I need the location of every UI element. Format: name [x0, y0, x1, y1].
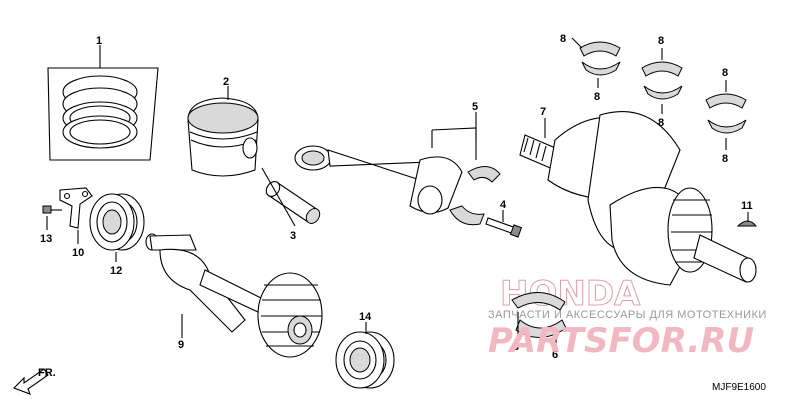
part-number: 8 [722, 153, 728, 165]
part-number: 7 [540, 106, 546, 118]
watermark-brand: PARTSFOR.RU [488, 321, 754, 361]
part-number: 2 [223, 76, 229, 88]
part-number: 1 [96, 35, 102, 47]
part-number: 11 [741, 200, 753, 212]
ring-set-bracket [47, 67, 159, 161]
diagram-code: MJF9E1600 [712, 382, 766, 393]
part-number: 3 [290, 230, 296, 242]
connecting-rod [294, 127, 477, 215]
part-number: 4 [500, 199, 507, 211]
part-number: 8 [658, 35, 664, 47]
part-number: 8 [560, 33, 566, 45]
ball-bearing-14 [335, 322, 395, 389]
rod-bolt [485, 210, 523, 238]
piston-rings [47, 45, 159, 161]
part-number: 12 [110, 265, 122, 277]
front-arrow-icon [13, 368, 49, 395]
setting-plate [59, 187, 93, 244]
crankshaft [519, 111, 757, 286]
part-number: 6 [513, 341, 519, 353]
part-number: 8 [594, 91, 600, 103]
watermark-caption: ЗАПЧАСТИ И АКСЕССУАРЫ ДЛЯ МОТОТЕХНИКИ [488, 309, 767, 321]
watermark-logo: HONDA [500, 274, 641, 314]
main-bearings [571, 37, 747, 150]
front-direction-label: FR. [38, 367, 56, 379]
piston [187, 86, 259, 177]
part-number: 9 [178, 339, 184, 351]
part-number: 8 [722, 67, 728, 79]
front-direction-indicator: FR. [13, 367, 56, 395]
piston-pin [261, 167, 321, 227]
woodruff-key [736, 212, 758, 227]
part-number: 10 [72, 247, 84, 259]
balancer-shaft [145, 233, 323, 358]
crank-bearings [511, 292, 567, 346]
ball-bearing-12 [89, 193, 145, 262]
small-bolt [42, 205, 62, 230]
rod-bearings [449, 112, 501, 226]
part-number: 14 [359, 311, 372, 323]
part-number: 13 [40, 233, 52, 245]
part-number: 5 [472, 101, 478, 113]
part-number: 6 [552, 349, 558, 361]
part-number: 8 [658, 117, 664, 129]
